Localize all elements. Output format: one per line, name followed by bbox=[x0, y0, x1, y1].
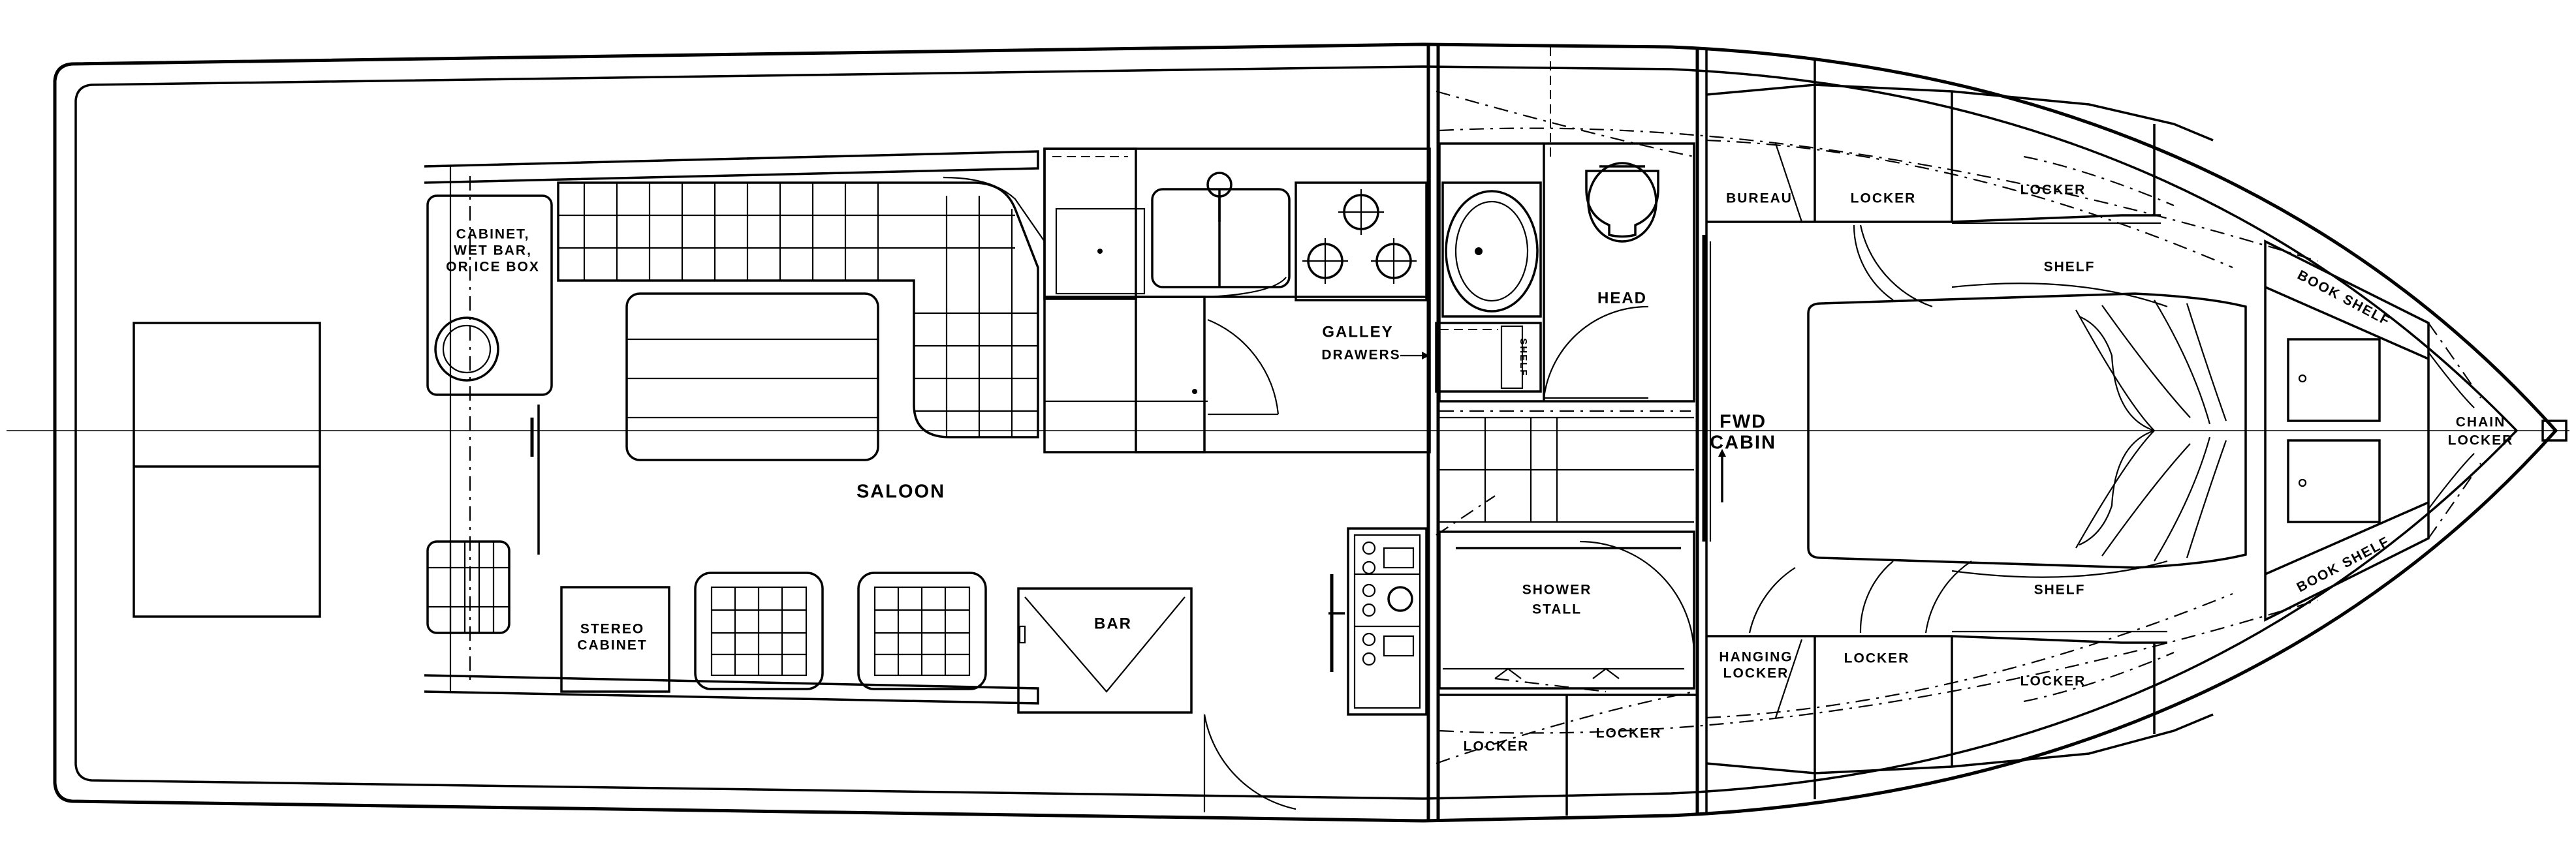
label-hanging-2: LOCKER bbox=[1723, 666, 1789, 681]
chair-2 bbox=[857, 572, 987, 690]
label-locker-5: LOCKER bbox=[1844, 651, 1910, 666]
label-shelf-vertical: SHELF bbox=[1518, 338, 1529, 376]
label-galley: GALLEY bbox=[1322, 323, 1393, 341]
label-cabinet-1: CABINET, bbox=[456, 227, 530, 242]
label-stereo-2: CABINET bbox=[577, 638, 647, 653]
label-locker-1: LOCKER bbox=[1464, 739, 1530, 754]
label-fwd: FWD bbox=[1720, 412, 1767, 433]
aft-seat bbox=[426, 540, 510, 634]
hull-outline bbox=[53, 42, 2558, 823]
label-locker-4: LOCKER bbox=[2020, 183, 2086, 198]
label-shower-2: STALL bbox=[1532, 602, 1582, 617]
label-locker-2: LOCKER bbox=[1596, 726, 1662, 741]
label-drawers: DRAWERS bbox=[1321, 348, 1400, 363]
label-cabinet-3: OR ICE BOX bbox=[446, 260, 540, 275]
label-shower-1: SHOWER bbox=[1522, 583, 1592, 598]
label-bar: BAR bbox=[1094, 615, 1132, 632]
saloon-area: CABINET, WET BAR, OR ICE BOX bbox=[424, 150, 1296, 812]
label-head: HEAD bbox=[1597, 289, 1647, 307]
lower-galley-fixture bbox=[1328, 527, 1428, 716]
galley-area bbox=[1043, 147, 1431, 453]
label-cabinet-2: WET BAR, bbox=[454, 243, 532, 258]
bow-fitting bbox=[2541, 420, 2568, 442]
label-shelf-lower: SHELF bbox=[2034, 583, 2086, 598]
label-locker-6: LOCKER bbox=[2020, 674, 2086, 689]
bulkheads bbox=[1426, 44, 1708, 821]
label-saloon: SALOON bbox=[856, 482, 945, 502]
label-bureau: BUREAU bbox=[1726, 191, 1793, 206]
l-settee bbox=[557, 176, 1046, 450]
bar-cabinet bbox=[1017, 587, 1193, 714]
cockpit-hatch bbox=[133, 322, 321, 618]
label-chain-1: CHAIN bbox=[2456, 415, 2506, 430]
saloon-table bbox=[625, 292, 879, 461]
label-shelf-upper: SHELF bbox=[2044, 260, 2096, 275]
label-hanging-1: HANGING bbox=[1719, 650, 1793, 665]
label-locker-3: LOCKER bbox=[1851, 191, 1917, 206]
label-stereo-1: STEREO bbox=[580, 622, 644, 637]
label-cabin: CABIN bbox=[1710, 433, 1776, 453]
label-chain-2: LOCKER bbox=[2448, 433, 2514, 448]
chair-1 bbox=[694, 572, 824, 690]
head-area bbox=[1435, 47, 1697, 816]
